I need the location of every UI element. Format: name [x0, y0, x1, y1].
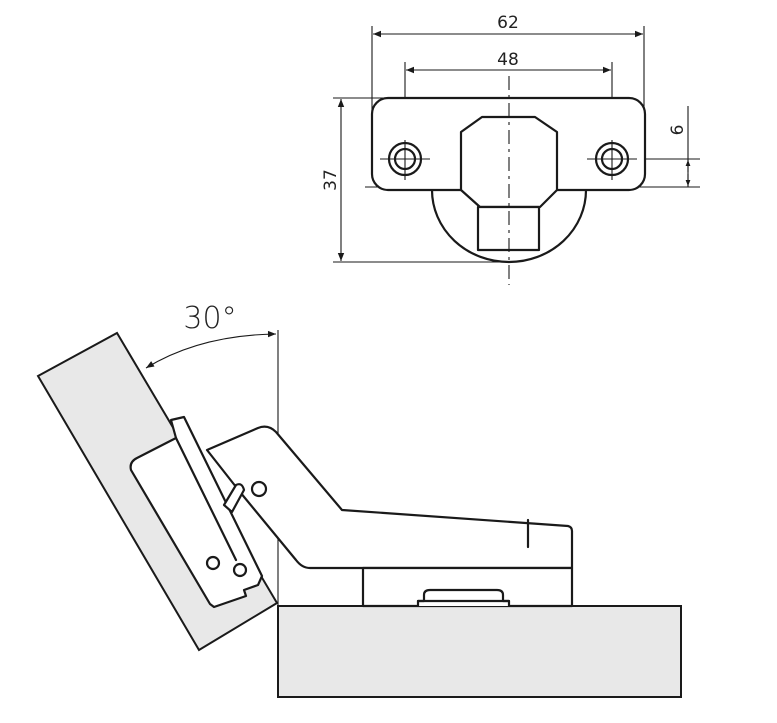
screw-hole-left [380, 140, 430, 180]
cup-rivet [205, 555, 221, 571]
angle-arc [145, 330, 277, 369]
cabinet-side-panel [277, 605, 682, 698]
base-plate-clip [416, 588, 511, 606]
dimension-label-6: 6 [668, 125, 688, 136]
arm-pivot [250, 480, 268, 498]
top-view: 62 48 37 6 [321, 13, 700, 285]
dimension-label-62: 62 [497, 13, 519, 33]
cup-outline [430, 188, 588, 264]
dimension-label-48: 48 [497, 50, 519, 70]
screw-hole-right [587, 140, 637, 180]
side-view: 30° [36, 301, 682, 698]
hinge-arm [205, 425, 574, 570]
dimension-label-37: 37 [321, 169, 341, 191]
angle-label: 30° [183, 301, 236, 336]
cup-edge [174, 436, 238, 562]
arm-lever [222, 483, 246, 514]
cup-rivet [232, 562, 248, 578]
hinge-cup [129, 415, 264, 609]
hinge-neck [476, 205, 541, 252]
